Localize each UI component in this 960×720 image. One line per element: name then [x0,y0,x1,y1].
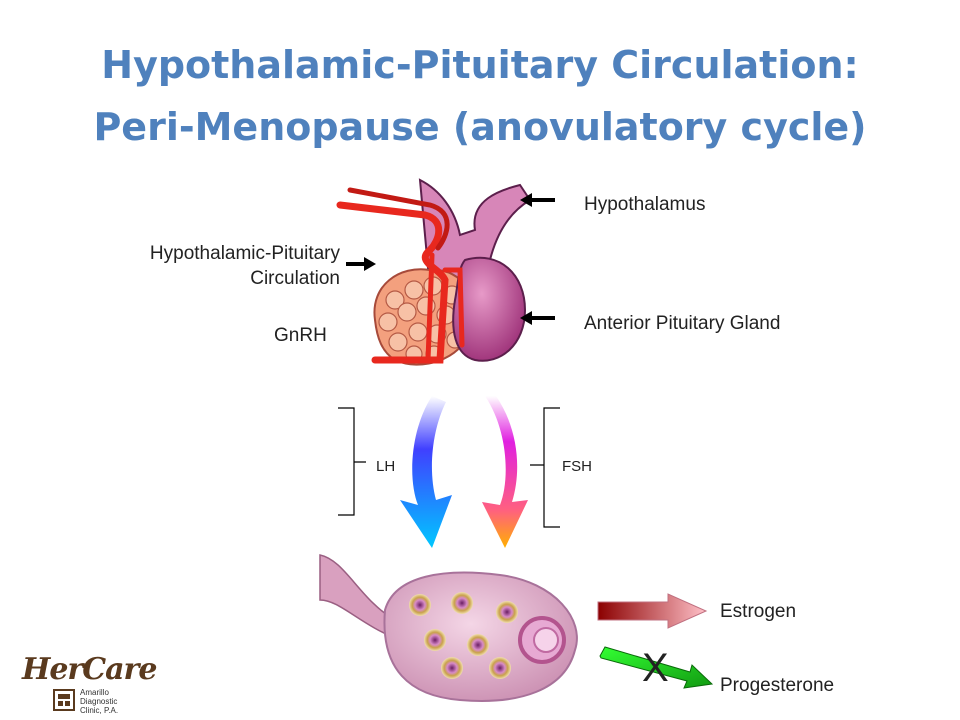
logo-subtitle: Amarillo Diagnostic Clinic, P.A. [80,688,118,715]
fsh-label: FSH [562,458,592,475]
x-mark-icon: X [642,646,669,690]
logo-sub-line2: Diagnostic [80,697,118,706]
lh-label: LH [376,458,396,475]
logo-sub-line1: Amarillo [80,688,109,697]
hypothalamus-pointer [520,193,555,207]
slide-title-line1: Hypothalamic-Pituitary Circulation: [101,43,859,87]
fsh-bracket-icon [530,407,560,528]
lh-gradient-down-arrow-icon [400,396,452,548]
progesterone-label: Progesterone [720,675,835,696]
anterior-pituitary-pointer [520,311,555,325]
left-arrow-icon [520,193,532,207]
right-arrow-icon [364,257,376,271]
hp-circulation-label-line1: Hypothalamic-Pituitary [149,243,340,264]
hercare-logo: HerCare Amarillo Diagnostic Clinic, P.A. [22,650,157,716]
logo-brand: HerCare [22,652,157,687]
blood-vessel-loop-2 [347,187,450,251]
logo-sub-line3: Clinic, P.A. [80,706,119,715]
ovary-illustration [319,554,578,702]
estrogen-label: Estrogen [720,601,797,622]
fsh-gradient-down-arrow-icon [482,396,528,548]
anterior-pituitary-label: Anterior Pituitary Gland [584,313,781,334]
hp-circulation-label-line2: Circulation [250,268,340,289]
pituitary-posterior-lobe [452,256,527,362]
hp-circulation-pointer [346,257,376,271]
progesterone-arrow-icon [599,646,714,689]
blood-vessel-loop [336,201,449,364]
pituitary-illustration [336,178,532,366]
slide-title-line2: Peri-Menopause (anovulatory cycle) [93,105,867,149]
left-arrow-icon [520,311,532,325]
blood-vessel-descending [425,252,465,363]
follicles [409,592,566,679]
lh-bracket-icon [338,407,366,516]
clinic-emblem-icon [53,689,75,711]
gnrh-label: GnRH [274,325,327,346]
hypothalamus-label: Hypothalamus [584,194,706,215]
estrogen-arrow-icon [597,593,708,629]
